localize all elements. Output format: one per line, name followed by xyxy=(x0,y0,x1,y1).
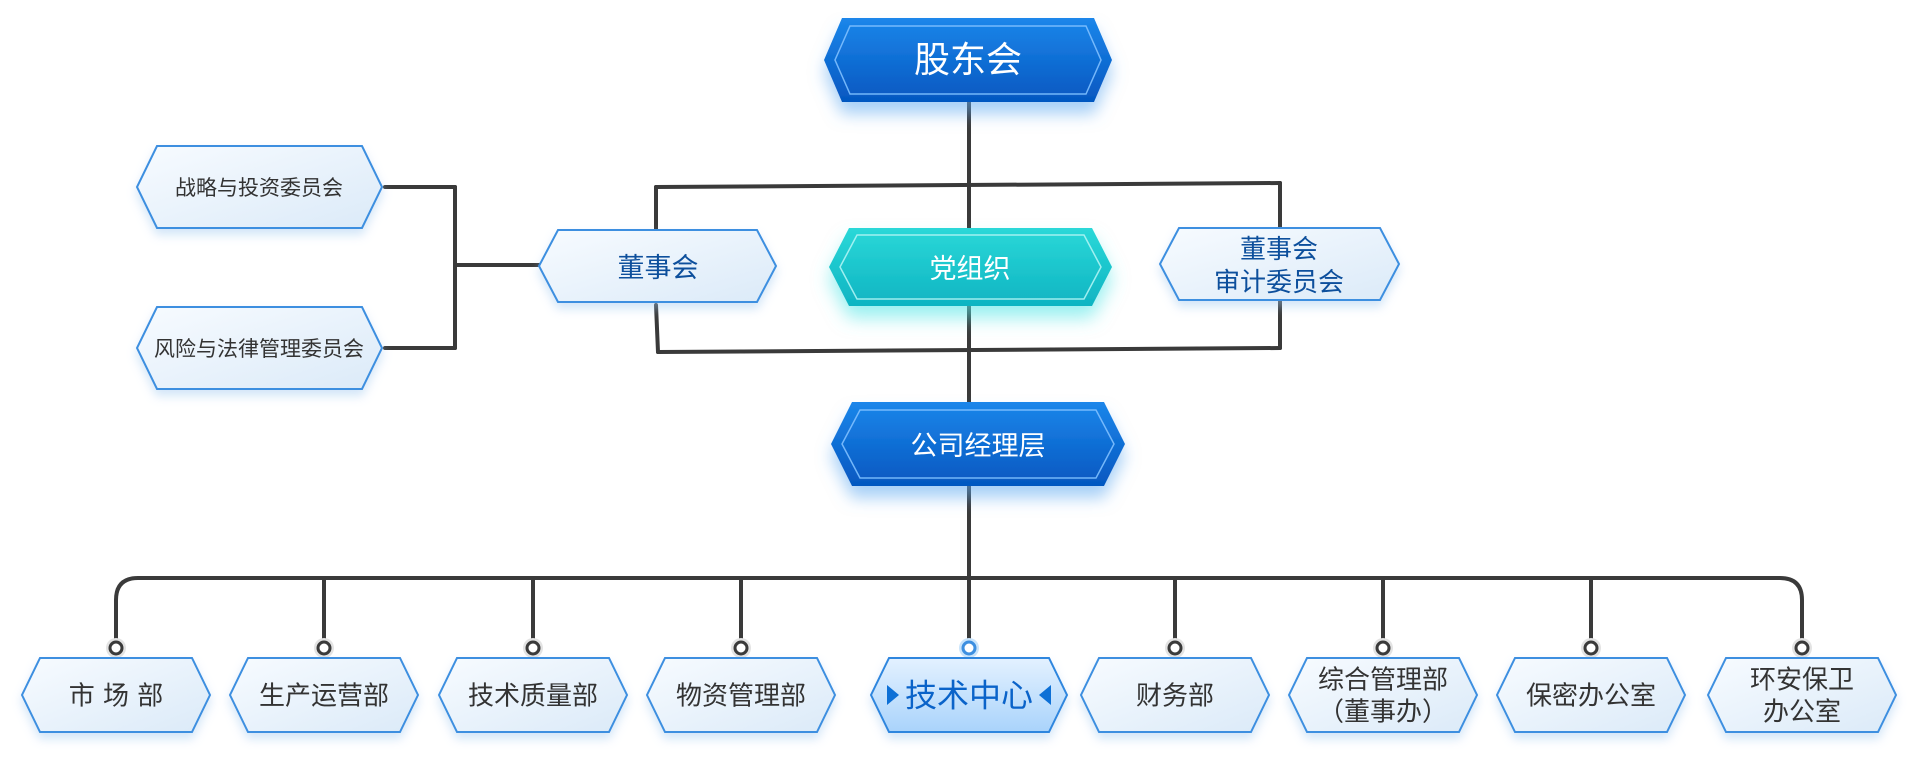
department-hexagon xyxy=(869,657,1069,733)
department-hexagon xyxy=(437,657,629,733)
department-label: 办公室 xyxy=(1763,697,1841,727)
department-hexagon xyxy=(1079,657,1271,733)
department-node xyxy=(1079,657,1271,733)
department-label: （董事办） xyxy=(1318,697,1448,727)
node-management-label: 公司经理层 xyxy=(911,431,1046,462)
node-party xyxy=(829,228,1112,306)
node-shareholders-label: 股东会 xyxy=(914,40,1022,81)
node-party-label: 党组织 xyxy=(930,254,1011,285)
connectors xyxy=(114,98,1804,652)
department-node xyxy=(1287,657,1479,733)
department-node xyxy=(1495,657,1687,733)
department-node xyxy=(437,657,629,733)
department-label: 环安保卫 xyxy=(1750,665,1854,695)
department-label: 物资管理部 xyxy=(676,681,806,711)
department-node xyxy=(645,657,837,733)
connector-dots xyxy=(106,638,1812,658)
node-board xyxy=(537,229,778,303)
department-hexagon xyxy=(1495,657,1687,733)
department-node xyxy=(1706,657,1898,733)
node-board-label: 董事会 xyxy=(618,253,699,284)
department-row: 市 场 部 生产运营部 技术质量部 物资管理部 技术中心 财务部 综合管理部（董事办） 保密办… xyxy=(20,657,1898,733)
node-strategy-committee xyxy=(135,145,384,229)
department-node xyxy=(20,657,212,733)
node-strategy-label: 战略与投资委员会 xyxy=(175,176,343,200)
node-shareholders xyxy=(824,18,1112,102)
department-node xyxy=(869,657,1069,733)
department-label: 市 场 部 xyxy=(69,681,164,711)
department-label: 技术质量部 xyxy=(468,681,598,711)
node-risk-label: 风险与法律管理委员会 xyxy=(154,337,364,361)
node-management xyxy=(831,402,1125,486)
department-node xyxy=(228,657,420,733)
department-hexagon xyxy=(1287,657,1479,733)
node-audit-label-line2: 审计委员会 xyxy=(1214,268,1344,298)
department-hexagon xyxy=(1706,657,1898,733)
caret-left-icon xyxy=(1039,685,1051,705)
connector-bottom-bracket xyxy=(656,346,1282,354)
department-hexagon xyxy=(645,657,837,733)
node-audit-committee xyxy=(1158,227,1401,301)
connector-board-bottom xyxy=(654,303,660,354)
department-label: 技术中心 xyxy=(905,677,1033,715)
connector-top-bracket xyxy=(654,181,1282,189)
department-label: 综合管理部 xyxy=(1318,665,1448,695)
department-label: 保密办公室 xyxy=(1526,681,1656,711)
connector-department-bus xyxy=(114,576,1804,652)
node-audit-label-line1: 董事会 xyxy=(1240,235,1318,265)
department-hexagon xyxy=(228,657,420,733)
department-label: 生产运营部 xyxy=(259,681,389,711)
node-risk-committee xyxy=(135,306,384,390)
department-hexagon xyxy=(20,657,212,733)
department-label: 财务部 xyxy=(1136,681,1214,711)
caret-right-icon xyxy=(887,685,899,705)
